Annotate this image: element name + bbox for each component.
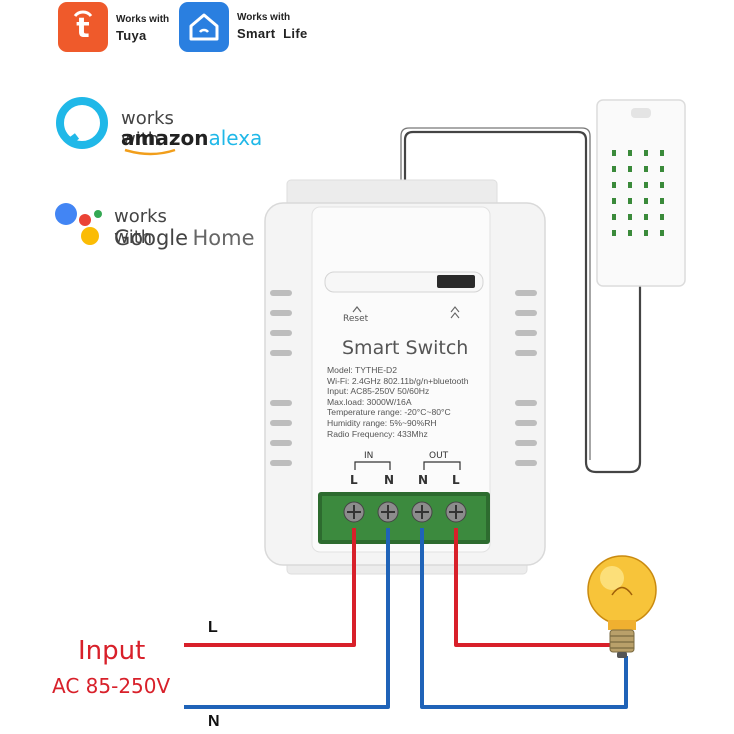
alexa-ring-icon bbox=[55, 96, 109, 150]
smartlife-name: Smart Life bbox=[237, 26, 308, 41]
google-word: Google bbox=[114, 226, 189, 250]
input-voltage: AC 85-250V bbox=[52, 674, 171, 698]
sensor-probe bbox=[596, 99, 686, 287]
neutral-wire-label: N bbox=[208, 713, 220, 730]
left-vents bbox=[270, 290, 292, 466]
google-home-brand: Google Home bbox=[114, 226, 255, 250]
terminal-label-in-l: L bbox=[350, 473, 358, 487]
live-output-wire bbox=[454, 528, 611, 647]
neutral-input-wire bbox=[184, 528, 390, 709]
terminal-label-out-l: L bbox=[452, 473, 460, 487]
alexa-brand: amazonalexa bbox=[121, 126, 262, 150]
spec-list: Model: TYTHE-D2 Wi-Fi: 2.4GHz 802.11b/g/… bbox=[327, 365, 505, 439]
light-bulb-icon bbox=[587, 555, 657, 658]
smartlife-works-with: Works with bbox=[237, 12, 291, 23]
right-vents bbox=[515, 290, 537, 466]
spec-line: Model: TYTHE-D2 bbox=[327, 365, 398, 375]
smart-life-house-icon bbox=[179, 2, 229, 52]
terminal-label-out-n: N bbox=[418, 473, 429, 487]
amazon-smile-icon bbox=[124, 148, 176, 156]
live-input-wire bbox=[184, 528, 356, 647]
in-label: IN bbox=[364, 451, 374, 461]
spec-line: Max.load: 3000W/16A bbox=[327, 396, 412, 407]
google-works-with: works with bbox=[114, 206, 167, 248]
spec-line: Temperature range: -20°C~80°C bbox=[327, 407, 451, 418]
google-dots-icon bbox=[52, 200, 108, 252]
reset-label: Reset bbox=[343, 314, 369, 324]
neutral-output-wire bbox=[420, 528, 628, 709]
device-title: Smart Switch bbox=[342, 337, 469, 359]
amazon-word: amazon bbox=[121, 126, 209, 150]
input-title: Input bbox=[78, 636, 146, 666]
spec-line: Humidity range: 5%~90%RH bbox=[327, 417, 437, 428]
terminal-screws bbox=[343, 501, 467, 523]
tuya-logo-icon: t bbox=[58, 2, 108, 52]
spec-line: Wi-Fi: 2.4GHz 802.11b/g/n+bluetooth bbox=[327, 375, 469, 386]
live-wire-label: L bbox=[208, 619, 218, 636]
alexa-works-with: works with bbox=[121, 108, 174, 150]
tuya-name: Tuya bbox=[116, 28, 147, 43]
tuya-works-with: Works with bbox=[116, 14, 170, 25]
spec-line: Radio Frequency: 433Mhz bbox=[327, 428, 428, 439]
svg-text:t: t bbox=[76, 11, 89, 44]
out-label: OUT bbox=[429, 451, 449, 461]
home-word: Home bbox=[192, 226, 255, 250]
terminal-label-in-n: N bbox=[384, 473, 395, 487]
spec-line: Input: AC85-250V 50/60Hz bbox=[327, 386, 430, 397]
alexa-word: alexa bbox=[208, 126, 263, 150]
